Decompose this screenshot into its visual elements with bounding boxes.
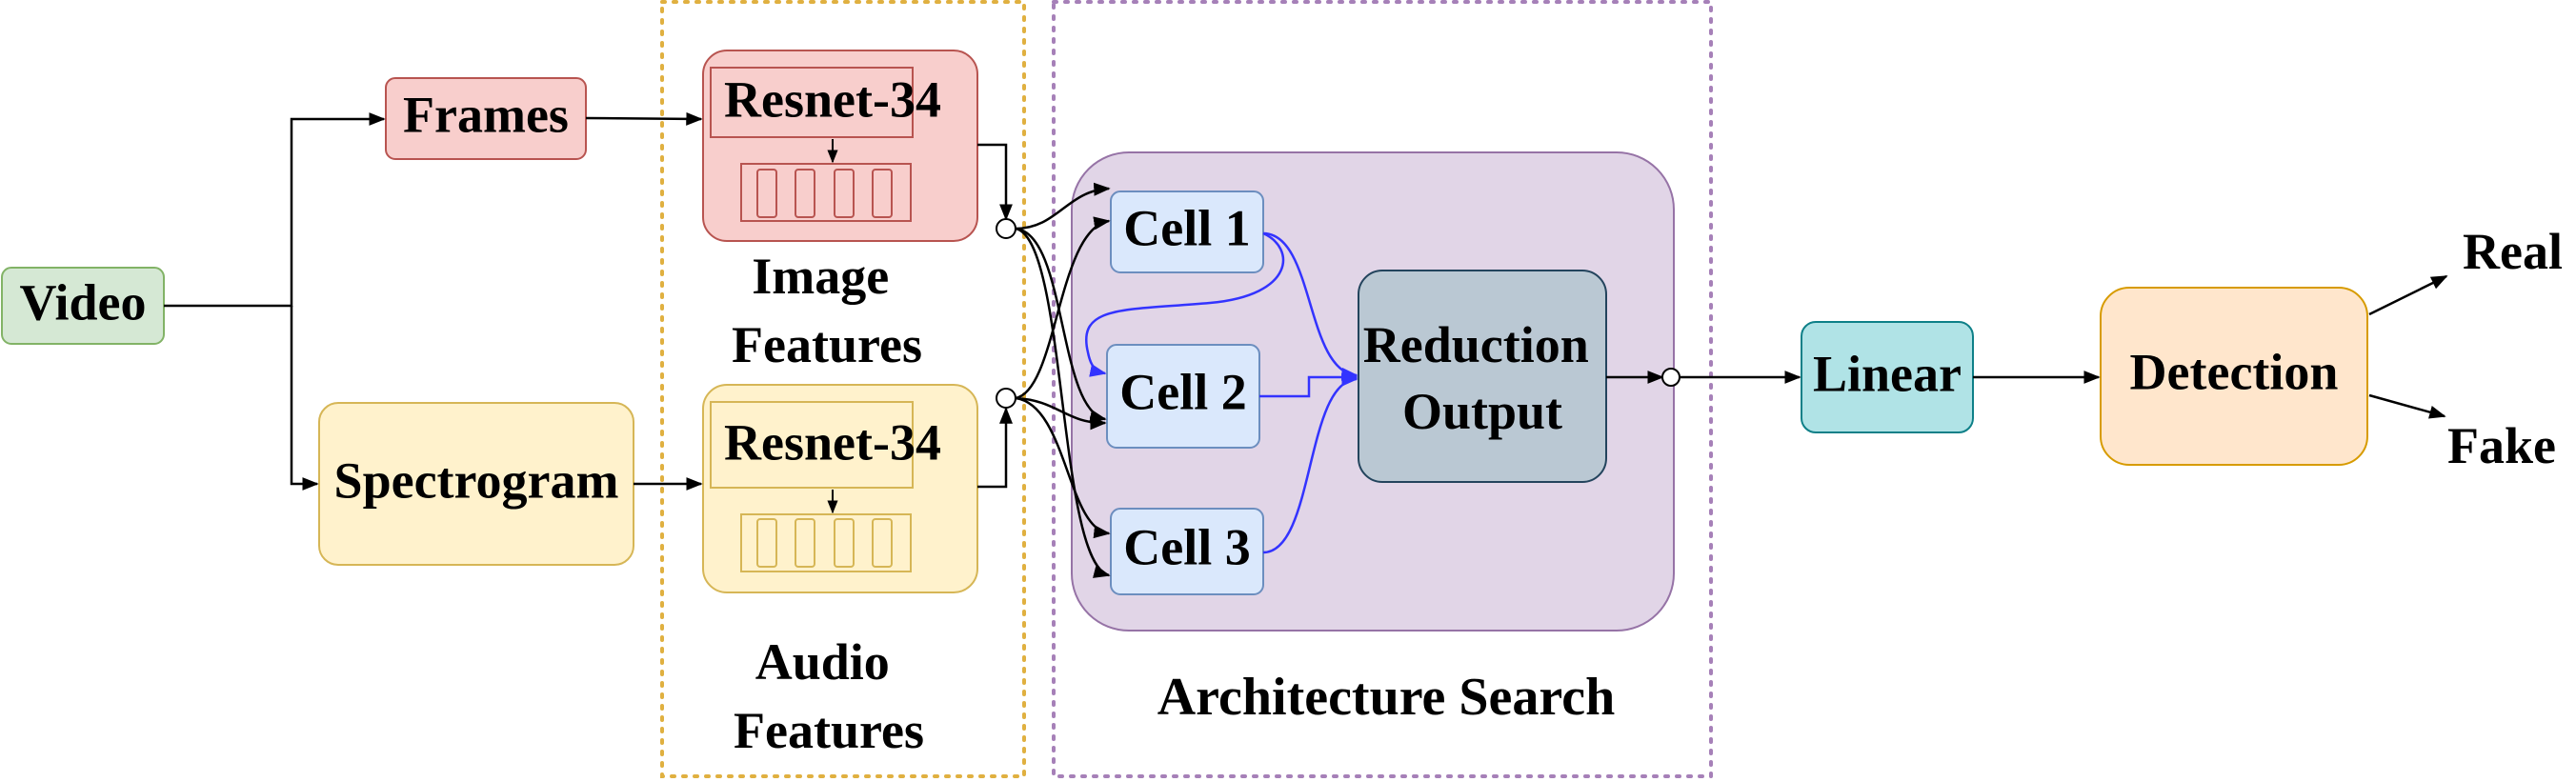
reduction-output-line1: Reduction	[1363, 316, 1589, 373]
edge-j1-cell3	[1015, 227, 1111, 578]
edge-cell1-cell2	[1085, 231, 1285, 377]
image-features-label-line1: Image	[752, 248, 889, 305]
edge-video-spectrogram	[290, 306, 319, 491]
image-features-label: Image Features	[732, 248, 922, 373]
edge-audio-resnet-junction	[977, 407, 1013, 489]
spectrogram-label: Spectrogram	[334, 451, 619, 509]
cell-1-label: Cell 1	[1123, 199, 1250, 256]
edge-j1-cell1	[1015, 182, 1111, 231]
audio-feature-cell	[834, 518, 855, 568]
audio-feature-cell	[872, 518, 893, 568]
video-label: Video	[20, 273, 147, 331]
fake-label: Fake	[2447, 417, 2556, 474]
image-resnet-label-box	[710, 67, 914, 138]
detection-node	[2100, 287, 2368, 466]
audio-features-label: Audio Features	[734, 633, 924, 759]
audio-features-label-line1: Audio	[755, 633, 890, 691]
edge-cell2-reduction	[1259, 371, 1358, 398]
image-feature-cell	[795, 169, 815, 218]
audio-resnet-label: Resnet-34	[724, 413, 941, 471]
output-junction	[1661, 368, 1680, 387]
reduction-output-label: Reduction Output	[1363, 316, 1602, 440]
audio-feature-cell	[756, 518, 777, 568]
detection-label: Detection	[2130, 343, 2339, 400]
edge-video-frames	[164, 112, 386, 308]
audio-feature-vector	[740, 513, 912, 572]
reduction-output-line2: Output	[1402, 383, 1562, 440]
edge-cell3-reduction	[1262, 372, 1358, 554]
blue-connectors	[1085, 231, 1358, 554]
image-feature-vector	[740, 163, 912, 222]
edge-j2-cell1	[1015, 216, 1111, 400]
edge-j1-cell2	[1015, 227, 1107, 423]
architecture-search-label: Architecture Search	[1157, 668, 1616, 727]
linear-label: Linear	[1813, 345, 1962, 402]
edge-detection-fake	[2368, 393, 2446, 419]
real-label: Real	[2463, 223, 2563, 280]
edge-j2-cell3	[1015, 396, 1111, 539]
image-feature-cell	[834, 169, 855, 218]
audio-feature-cell	[795, 518, 815, 568]
reduction-output-node	[1358, 270, 1607, 483]
audio-features-label-line2: Features	[734, 702, 924, 759]
frames-label: Frames	[403, 86, 569, 143]
image-feature-cell	[756, 169, 777, 218]
edge-cell1-reduction	[1262, 231, 1358, 381]
image-resnet-label: Resnet-34	[724, 70, 941, 128]
edge-detection-real	[2368, 274, 2448, 316]
audio-resnet-label-box	[710, 401, 914, 489]
audio-junction	[996, 388, 1016, 409]
black-connectors	[164, 111, 2448, 578]
architecture-search-group-box	[1052, 0, 1713, 778]
image-feature-cell	[872, 169, 893, 218]
cell-1-node	[1110, 190, 1264, 273]
cell-3-label: Cell 3	[1123, 518, 1250, 575]
edge-image-resnet-junction	[977, 143, 1013, 221]
edge-frames-resnet	[585, 111, 703, 126]
features-group-box	[660, 0, 1026, 778]
cell-2-label: Cell 2	[1119, 363, 1246, 420]
image-junction	[996, 218, 1016, 239]
edge-j2-cell2	[1015, 396, 1107, 431]
image-features-label-line2: Features	[732, 316, 922, 373]
